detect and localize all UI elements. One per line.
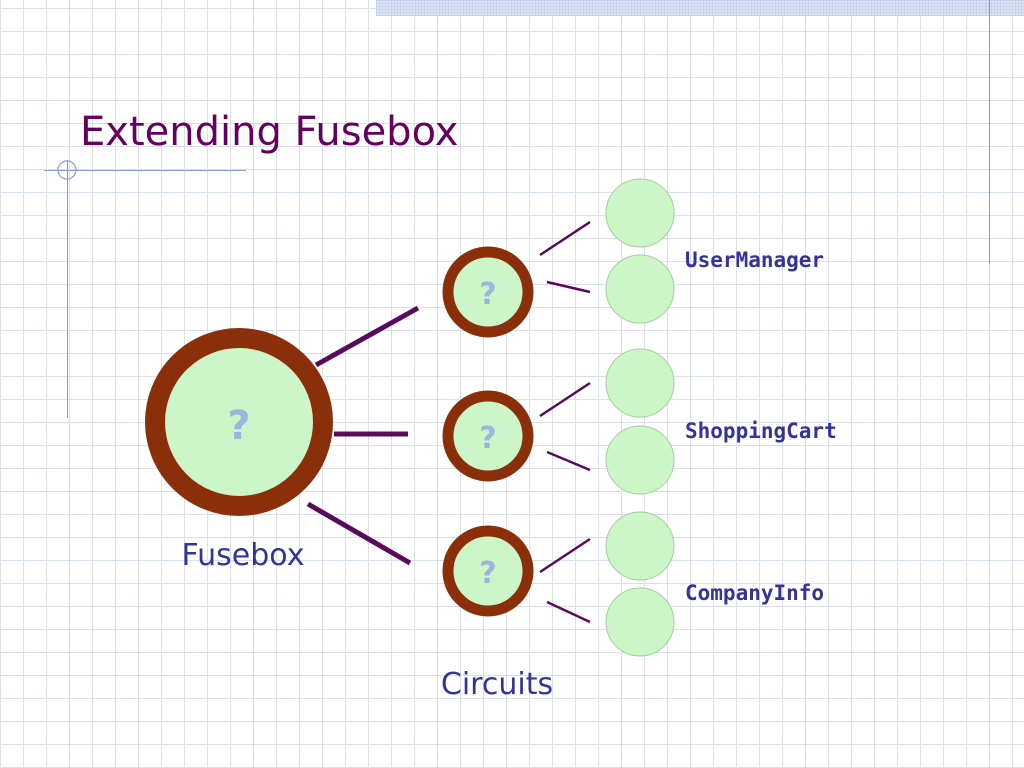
right-rule-vertical: [989, 0, 990, 264]
title-rule-horizontal: [44, 170, 246, 171]
circuit-name-usermanager: UserManager: [685, 248, 825, 272]
circuits-label: Circuits: [440, 667, 554, 702]
circuit-name-shoppingcart: ShoppingCart: [685, 419, 837, 443]
branch-line-upper: [539, 381, 591, 418]
circuit-circle: [442, 390, 534, 482]
branch-line-lower: [546, 450, 591, 472]
fusebox-question-mark: ?: [227, 403, 250, 449]
circuit-circle: [442, 246, 534, 338]
fuse-circle-upper: [605, 178, 675, 248]
connector-fusebox-companyinfo: [306, 501, 412, 566]
connector-fusebox-usermanager: [314, 305, 420, 368]
circuit-circle: [442, 525, 534, 617]
circuit-shoppingcart: ?: [442, 348, 675, 495]
fuse-circle-upper: [605, 511, 675, 581]
branch-line-lower: [546, 600, 591, 624]
left-rule-vertical: [67, 160, 68, 418]
branch-line-upper: [539, 537, 591, 574]
crosshair-circle: [57, 160, 77, 180]
fuse-circle-lower: [605, 254, 675, 324]
fuse-circle-upper: [605, 348, 675, 418]
fusebox-circle: [145, 328, 333, 516]
fuse-circle-lower: [605, 425, 675, 495]
fusebox-label: Fusebox: [181, 538, 305, 573]
circuit-name-companyinfo: CompanyInfo: [685, 581, 825, 605]
circuit-question-mark: ?: [479, 421, 496, 456]
circuit-question-mark: ?: [479, 277, 496, 312]
top-band: [376, 0, 1024, 16]
branch-line-lower: [546, 280, 591, 294]
circuit-question-mark: ?: [479, 556, 496, 591]
page-title: Extending Fusebox: [80, 109, 459, 155]
branch-line-upper: [539, 220, 591, 257]
fuse-circle-lower: [605, 587, 675, 657]
circuit-companyinfo: ?: [442, 511, 675, 657]
circuit-usermanager: ?: [442, 178, 675, 338]
